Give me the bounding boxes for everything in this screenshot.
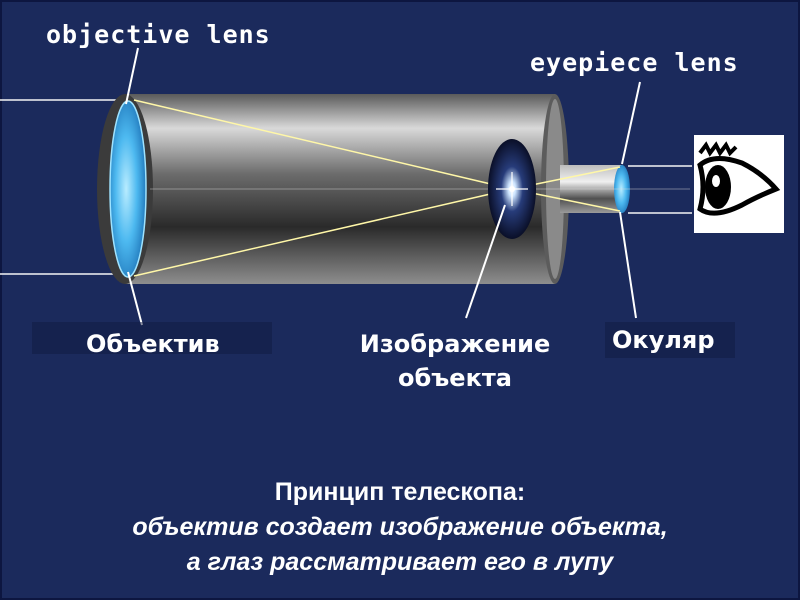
- pointer-eyepiece-en: [621, 81, 641, 165]
- ray-top-converging: [133, 99, 513, 190]
- pointer-objective-ru: [127, 271, 143, 326]
- eye-panel: [694, 135, 784, 233]
- image-label-ru-line1: Изображение: [359, 330, 551, 358]
- objective-lens-label-en: objective lens: [46, 20, 271, 49]
- pointer-eyepiece-ru: [619, 211, 637, 319]
- pointer-objective-en: [125, 47, 139, 105]
- eyepiece-label-ru: Окуляр: [612, 326, 715, 354]
- eye-icon: [697, 141, 781, 216]
- caption-line-1: объектив создает изображение объекта,: [132, 513, 668, 541]
- caption-line-2: а глаз рассматривает его в лупу: [186, 548, 614, 576]
- objective-label-ru: Объектив: [86, 330, 220, 358]
- caption-title: Принцип телескопа:: [274, 478, 526, 506]
- label-backdrop-left: [32, 322, 272, 354]
- image-label-ru-line2: объекта: [398, 364, 512, 392]
- object-image-star: [488, 139, 536, 239]
- objective-lens: [109, 100, 147, 278]
- ray-bottom-converging: [133, 188, 513, 277]
- pointer-image-ru: [465, 204, 506, 319]
- label-backdrop-right: [605, 322, 735, 358]
- eyepiece-lens-label-en: eyepiece lens: [530, 48, 739, 77]
